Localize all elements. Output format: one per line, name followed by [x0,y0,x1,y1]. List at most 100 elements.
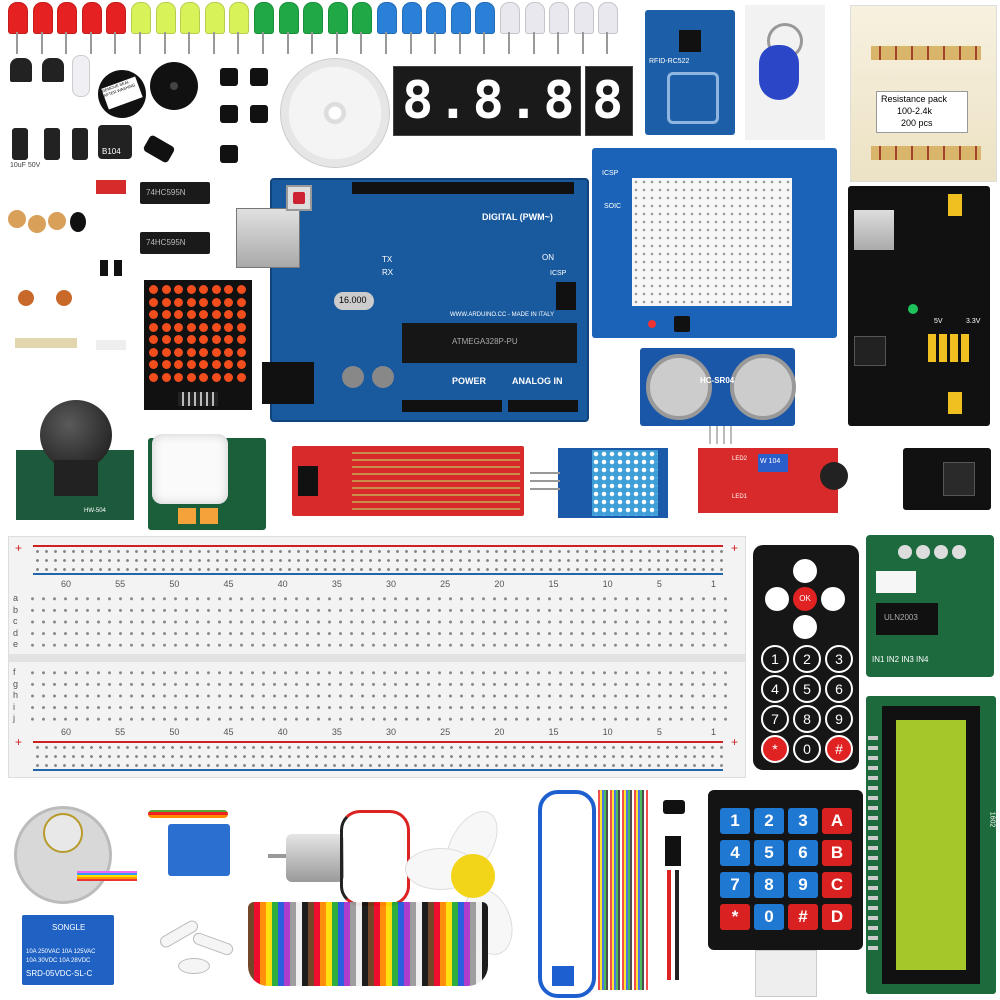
matrix-dot [149,310,158,319]
resistor-pack-range: 100-2.4k [897,106,933,116]
matrix-dot [174,322,183,332]
capacitor-icon [342,366,364,388]
keypad-key-5[interactable]: 5 [754,840,784,866]
lcd-1602: 1602 [866,696,996,994]
terminal-strip-top [27,593,727,651]
led-leg [262,32,264,54]
led-icon [278,2,299,34]
breadboard-row-letter: i [13,701,15,712]
remote-key-star[interactable]: * [761,735,789,763]
keypad-key-9[interactable]: 9 [788,872,818,898]
remote-key-7[interactable]: 7 [761,705,789,733]
remote-key-4[interactable]: 4 [761,675,789,703]
remote-key-2[interactable]: 2 [793,645,821,673]
up-arrow-icon[interactable] [793,559,817,583]
breadboard-column-number: 25 [440,727,451,737]
matrix-dot [211,285,221,294]
prototype-shield: SOIC ICSP [592,148,837,338]
ok-button[interactable]: OK [793,587,817,611]
right-arrow-icon[interactable] [821,587,845,611]
led-icon [573,2,594,34]
remote-key-5[interactable]: 5 [793,675,821,703]
matrix-dot [186,372,196,382]
keypad-key-d[interactable]: D [822,904,852,930]
led-icon [524,2,545,34]
left-arrow-icon[interactable] [765,587,789,611]
matrix-dot [236,347,246,357]
joystick-label: HW-504 [84,508,106,514]
keypad-key-3[interactable]: 3 [788,808,818,834]
breadboard-power-module: 5V 3.3V [848,186,990,426]
led-icon [401,2,422,34]
diode-tape [96,180,126,194]
led-icon [352,2,373,34]
keypad-key-8[interactable]: 8 [754,872,784,898]
keypad-key-star[interactable]: * [720,904,750,930]
crystal-label: 16.000 [339,295,367,305]
water-level-sensor [292,446,524,516]
jumper-yellow [948,194,962,216]
down-arrow-icon[interactable] [793,615,817,639]
matrix-dot [161,360,171,369]
battery-snap [655,800,695,990]
matrix-dot [211,335,221,344]
remote-key-8[interactable]: 8 [793,705,821,733]
keypad-key-c[interactable]: C [822,872,852,898]
matrix-dot [236,372,246,382]
keypad-key-1[interactable]: 1 [720,808,750,834]
buzzer-hole [170,82,178,90]
matrix-dot [236,297,246,307]
led-leg [581,32,584,54]
diode-strip [96,180,126,355]
breadboard-row-letter: b [13,604,19,615]
potentiometer-label: B104 [102,147,121,156]
matrix-dot [211,297,221,307]
reset-button[interactable] [286,185,312,211]
on-label: ON [542,253,554,262]
led-icon [598,2,619,34]
atmega-chip: ATMEGA328P-PU [402,323,577,363]
breadboard-row-letter: f [13,667,16,677]
keypad-key-4[interactable]: 4 [720,840,750,866]
transducer-left [646,354,712,420]
keypad-key-a[interactable]: A [822,808,852,834]
keypad-key-2[interactable]: 2 [754,808,784,834]
remote-key-3[interactable]: 3 [825,645,853,673]
led-icon [475,2,496,34]
remote-key-9[interactable]: 9 [825,705,853,733]
v5-label: 5V [934,318,943,325]
matrix-dot [199,372,208,382]
plus-top-right: + [731,541,739,555]
keypad-key-0[interactable]: 0 [754,904,784,930]
matrix-dot [236,310,246,319]
keypad-key-hash[interactable]: # [788,904,818,930]
matrix-pins [178,392,218,406]
matrix-dot [224,335,233,344]
remote-key-hash[interactable]: # [825,735,853,763]
keypad-key-6[interactable]: 6 [788,840,818,866]
servo-horn-icon-2 [191,931,235,957]
led-icon [500,2,520,34]
matrix-dot [149,322,158,332]
remote-key-6[interactable]: 6 [825,675,853,703]
capacitor-label: 10uF 50V [10,162,41,169]
matrix-dot [149,347,158,357]
diode-tape-bottom [96,340,126,350]
ultrasonic-label: HC-SR04 [700,376,735,385]
led-leg [212,32,215,54]
icsp-header [556,282,576,310]
transistor-icon [10,58,32,82]
keypad-key-b[interactable]: B [822,840,852,866]
matrix-dot [236,285,246,294]
ultrasonic-pins [704,426,732,444]
breadboard-column-number: 1 [711,727,717,737]
matrix-dot [199,335,208,344]
led-icon [106,2,127,34]
transducer-right [730,354,796,420]
pir-dome [152,434,228,504]
led-matrix-8x8 [144,280,252,410]
remote-key-1[interactable]: 1 [761,645,789,673]
usb-a-port [854,210,894,250]
keypad-key-7[interactable]: 7 [720,872,750,898]
remote-key-0[interactable]: 0 [793,735,821,763]
